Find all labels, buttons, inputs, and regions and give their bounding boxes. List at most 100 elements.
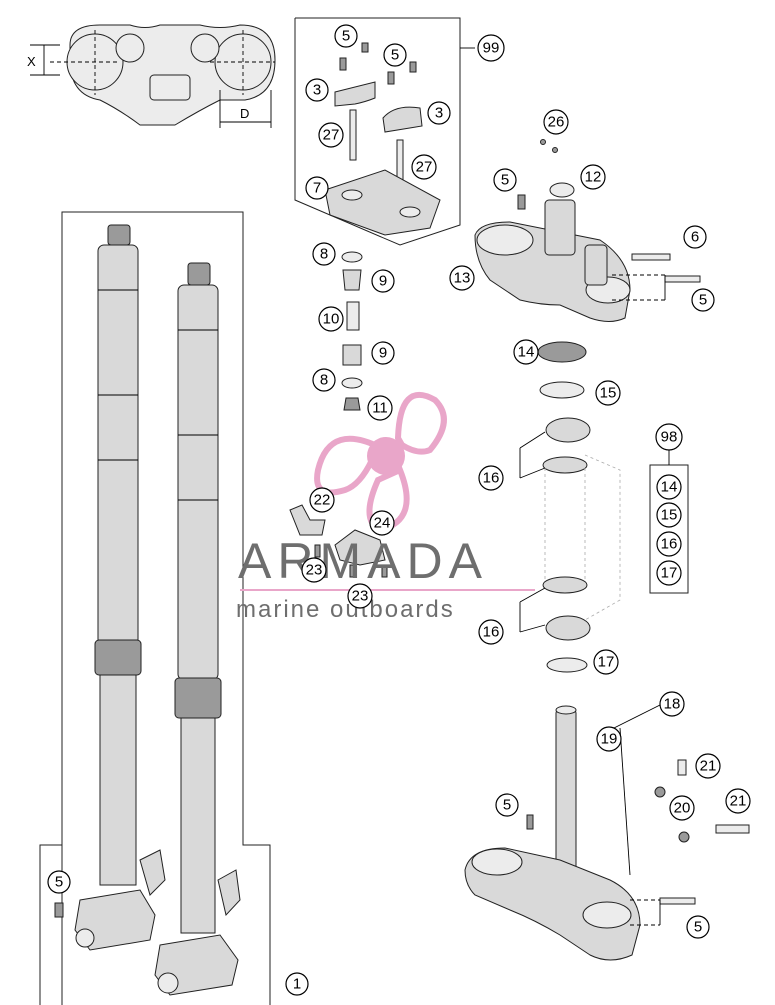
callout-99: 99 (477, 34, 505, 62)
callout-23-right: 23 (347, 583, 373, 609)
callout-17: 17 (593, 649, 619, 675)
svg-text:5: 5 (391, 47, 399, 64)
callout-22: 22 (309, 487, 335, 513)
dimension-x-label: X (27, 54, 36, 69)
callout-5-fork: 5 (47, 870, 71, 894)
callout-5-upper-clamp: 5 (493, 168, 517, 192)
svg-text:19: 19 (601, 731, 618, 748)
svg-text:9: 9 (379, 345, 387, 362)
svg-text:27: 27 (323, 127, 340, 144)
callout-5-lower-clamp: 5 (495, 793, 519, 817)
callout-9-top: 9 (371, 269, 395, 293)
svg-text:5: 5 (503, 797, 511, 814)
callout-7: 7 (305, 176, 329, 200)
dimension-d-label: D (240, 106, 249, 121)
fork-legs (54, 224, 241, 996)
svg-text:21: 21 (730, 793, 747, 810)
svg-text:5: 5 (699, 292, 707, 309)
svg-text:7: 7 (313, 180, 321, 197)
svg-text:11: 11 (372, 400, 388, 417)
callout-12: 12 (580, 164, 606, 190)
watermark-subtitle: marine outboards (236, 596, 455, 623)
svg-text:15: 15 (661, 507, 678, 524)
callout-23-left: 23 (301, 557, 327, 583)
callout-3-left: 3 (305, 78, 329, 102)
svg-text:12: 12 (585, 169, 602, 186)
svg-text:20: 20 (674, 800, 691, 817)
callout-8-bottom: 8 (312, 368, 336, 392)
svg-text:17: 17 (661, 565, 678, 582)
callout-13: 13 (449, 265, 475, 291)
svg-text:22: 22 (314, 492, 331, 509)
svg-text:14: 14 (518, 344, 535, 361)
svg-text:5: 5 (55, 874, 63, 891)
callout-8-top: 8 (312, 242, 336, 266)
cable-guides (289, 504, 388, 578)
svg-text:23: 23 (306, 562, 323, 579)
callout-11: 11 (367, 395, 393, 421)
handlebar-clamp-kit-frame (294, 17, 475, 246)
svg-text:3: 3 (313, 82, 321, 99)
svg-text:23: 23 (352, 588, 369, 605)
callout-5-top-b: 5 (383, 43, 407, 67)
svg-text:18: 18 (664, 696, 681, 713)
callout-5-top-a: 5 (334, 24, 358, 48)
steering-bearings (519, 341, 621, 673)
svg-text:9: 9 (379, 273, 387, 290)
svg-text:26: 26 (548, 114, 565, 131)
callout-kit-14: 14 (656, 474, 682, 500)
svg-text:8: 8 (320, 372, 328, 389)
callout-14: 14 (513, 339, 539, 365)
svg-text:14: 14 (661, 479, 678, 496)
svg-text:5: 5 (501, 172, 509, 189)
callout-3-right: 3 (427, 101, 451, 125)
svg-text:98: 98 (661, 429, 678, 446)
callout-27-left: 27 (318, 122, 344, 148)
callout-5-upper-right: 5 (691, 288, 715, 312)
callout-10: 10 (318, 306, 344, 332)
fork-assembly-frame (39, 211, 271, 1005)
callout-1: 1 (285, 972, 309, 996)
callout-15: 15 (595, 380, 621, 406)
callout-21-upper: 21 (695, 753, 721, 779)
svg-text:3: 3 (435, 105, 443, 122)
triple-clamp-dimension-sketch (30, 24, 276, 128)
callout-24: 24 (369, 510, 395, 536)
callout-27-right: 27 (411, 154, 437, 180)
upper-triple-clamp (474, 139, 701, 322)
callout-kit-17: 17 (656, 560, 682, 586)
callout-16-lower: 16 (478, 619, 504, 645)
svg-text:27: 27 (416, 159, 433, 176)
callout-5-lower-right: 5 (686, 915, 710, 939)
svg-text:16: 16 (483, 470, 500, 487)
callout-kit-16: 16 (656, 531, 682, 557)
callout-16-upper: 16 (478, 465, 504, 491)
damper-bushing-stack (341, 251, 363, 411)
callout-kit-15: 15 (656, 502, 682, 528)
lower-triple-clamp (464, 704, 750, 961)
bearing-kit-box (649, 450, 689, 594)
svg-text:16: 16 (483, 624, 500, 641)
svg-text:15: 15 (600, 385, 617, 402)
callout-6: 6 (683, 225, 707, 249)
svg-text:10: 10 (323, 311, 340, 328)
callout-21-lower: 21 (725, 788, 751, 814)
callout-19: 19 (596, 726, 622, 752)
svg-text:6: 6 (691, 229, 699, 246)
svg-text:21: 21 (700, 758, 717, 775)
svg-text:1: 1 (293, 976, 301, 993)
callout-9-bottom: 9 (371, 341, 395, 365)
callout-18: 18 (659, 691, 685, 717)
svg-text:8: 8 (320, 246, 328, 263)
svg-text:13: 13 (454, 270, 471, 287)
callout-26: 26 (543, 109, 569, 135)
watermark-title: ARMADA (238, 533, 488, 589)
callout-98: 98 (655, 423, 683, 451)
callout-20: 20 (669, 795, 695, 821)
svg-text:5: 5 (694, 919, 702, 936)
svg-text:24: 24 (374, 515, 391, 532)
svg-text:99: 99 (483, 40, 500, 57)
svg-text:5: 5 (342, 28, 350, 45)
svg-text:17: 17 (598, 654, 615, 671)
